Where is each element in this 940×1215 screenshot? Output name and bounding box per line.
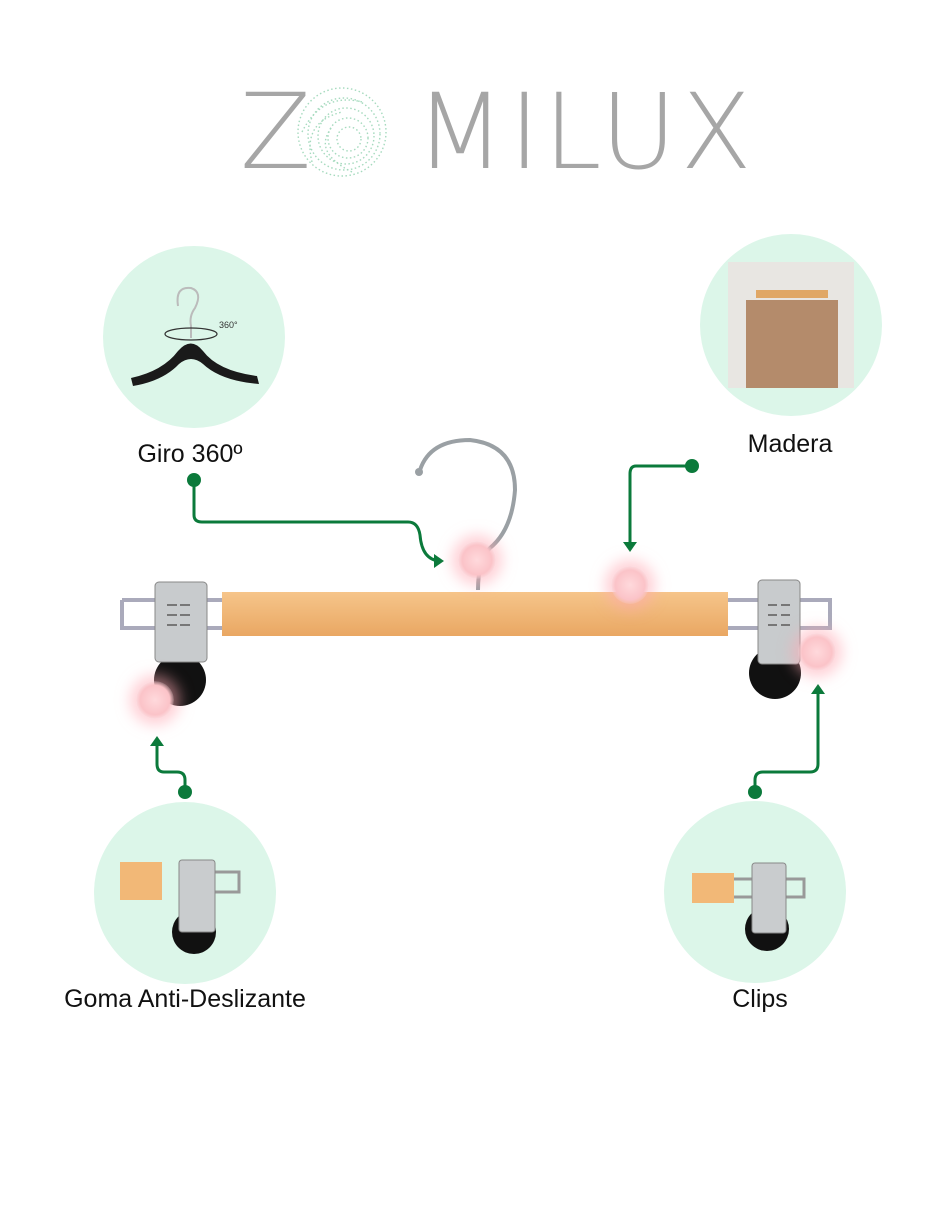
- feature-goma-thumbnail: [94, 802, 276, 984]
- hotspot-madera[interactable]: [611, 566, 649, 604]
- rubber-clip-icon: [120, 859, 241, 954]
- arrow-head-icon: [150, 736, 164, 746]
- wooden-bar: [222, 592, 728, 636]
- swivel-hanger-icon: [131, 286, 259, 386]
- metal-clip-icon: [692, 862, 806, 951]
- label-goma: Goma Anti-Deslizante: [64, 985, 306, 1013]
- right-clip: [757, 579, 801, 665]
- arrow-head-icon: [623, 542, 637, 552]
- hotspot-giro[interactable]: [458, 541, 496, 579]
- callout-dot-clips: [748, 785, 762, 799]
- hotspot-goma[interactable]: [136, 681, 174, 719]
- label-madera: Madera: [747, 430, 833, 458]
- label-clips: Clips: [732, 985, 788, 1013]
- trousers-photo: [728, 262, 854, 388]
- callout-arrows: [155, 464, 820, 792]
- logo-letters: MILUX: [415, 71, 756, 193]
- hotspot-clips[interactable]: [798, 633, 836, 671]
- callout-dot-goma: [178, 785, 192, 799]
- arrow-head-icon: [434, 554, 444, 568]
- label-giro: Giro 360º: [137, 440, 243, 468]
- feature-giro-thumbnail: 360°: [103, 246, 285, 428]
- feature-madera-thumbnail: [700, 234, 882, 416]
- left-clip: [154, 581, 208, 663]
- logo-spiral-icon: [297, 87, 387, 177]
- rotation-degree-text: 360°: [219, 320, 238, 330]
- logo-letter-z: Z: [240, 71, 316, 193]
- callout-dot-madera: [685, 459, 699, 473]
- feature-clips-thumbnail: [664, 801, 846, 983]
- callout-dot-giro: [187, 473, 201, 487]
- arrow-head-icon: [811, 684, 825, 694]
